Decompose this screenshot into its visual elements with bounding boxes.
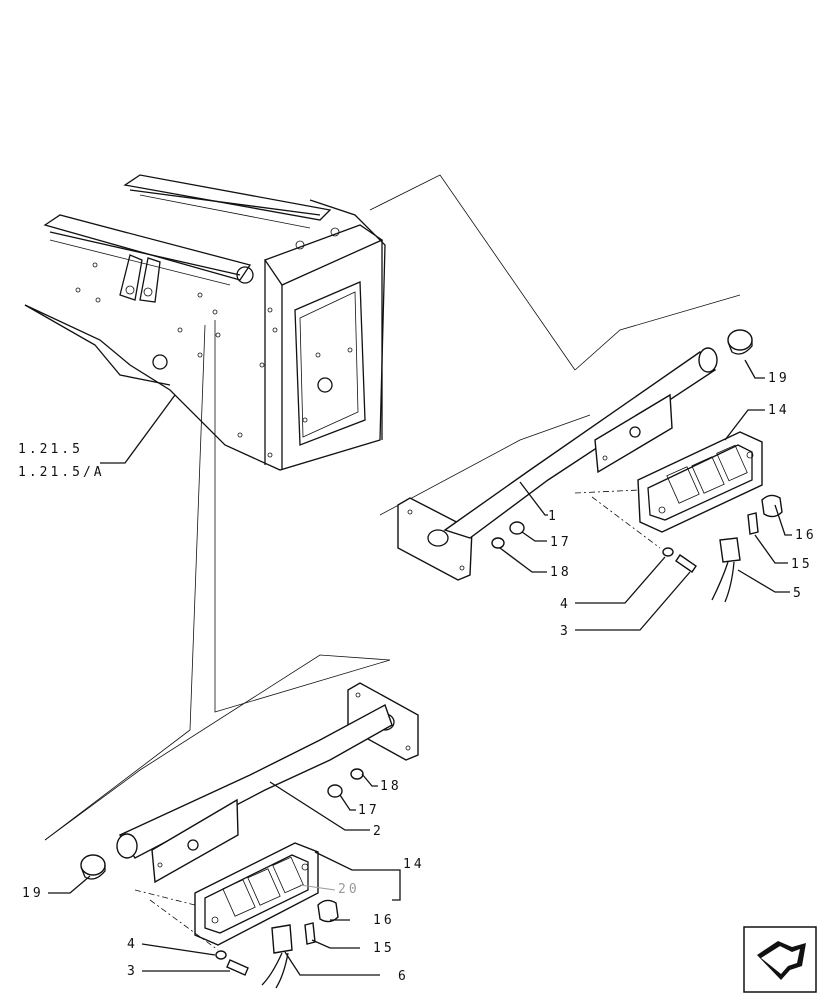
upper-callout-16: 16	[795, 528, 817, 543]
lower-callout-4: 4	[127, 937, 138, 952]
upper-callout-4: 4	[560, 597, 571, 612]
upper-small-parts	[491, 329, 783, 603]
upper-assembly-pointer-3	[379, 414, 591, 516]
lower-dashdot-line	[134, 889, 196, 906]
upper-assembly-pointer-2	[574, 294, 741, 371]
upper-callout-3: 3	[560, 624, 571, 639]
upper-assembly-pointer	[369, 174, 576, 371]
upper-callout-14: 14	[768, 403, 790, 418]
upper-leader-lines	[499, 359, 792, 631]
lower-callout-20: 20	[338, 882, 360, 897]
ref-label-1: 1.21.5	[18, 442, 83, 457]
lower-callout-19: 19	[22, 886, 44, 901]
lower-leader-lines	[48, 773, 401, 976]
lower-rear-lamp	[194, 842, 319, 946]
lower-callout-16: 16	[373, 913, 395, 928]
lower-callout-2: 2	[373, 824, 384, 839]
upper-callout-5: 5	[793, 586, 804, 601]
ref-label-2: 1.21.5/A	[18, 465, 105, 480]
lower-outline	[44, 654, 391, 841]
lower-callout-15: 15	[373, 941, 395, 956]
upper-rear-lamp	[637, 431, 763, 533]
upper-callout-19: 19	[768, 371, 790, 386]
lower-small-parts	[80, 768, 364, 989]
ref-leader-line	[100, 394, 176, 464]
lower-dashdot-line-2	[149, 899, 219, 951]
tractor-rear-frame	[24, 174, 386, 471]
upper-callout-17: 17	[550, 535, 572, 550]
upper-dashdot-line	[574, 489, 641, 494]
lower-callout-6: 6	[398, 969, 409, 984]
upper-callout-1: 1	[548, 509, 559, 524]
lower-callout-14: 14	[403, 857, 425, 872]
upper-callout-18: 18	[550, 565, 572, 580]
next-page-arrow-icon[interactable]	[743, 926, 817, 993]
lower-assembly-pointer-2	[44, 324, 206, 841]
upper-dashdot-line-2	[591, 496, 661, 549]
upper-callout-15: 15	[791, 557, 813, 572]
lower-callout-3: 3	[127, 964, 138, 979]
upper-lamp-bracket	[397, 347, 718, 581]
lower-callout-18: 18	[380, 779, 402, 794]
lower-callout-17: 17	[358, 803, 380, 818]
lower-lamp-bracket	[116, 682, 419, 884]
lower-assembly-pointer	[214, 320, 391, 713]
